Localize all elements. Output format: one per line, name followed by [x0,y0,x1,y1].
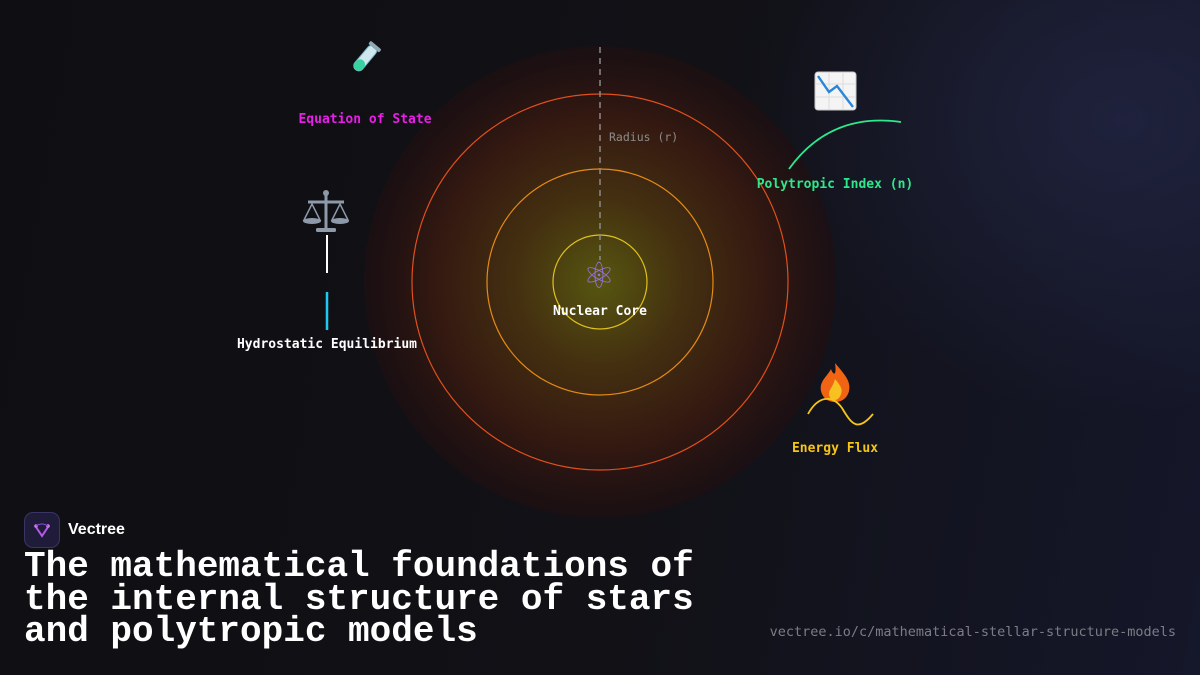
page-title: The mathematical foundations of the inte… [24,546,694,652]
hydrostatic-equilibrium-node: Hydrostatic Equilibrium [237,190,417,352]
hydrostatic-equilibrium-label: Hydrostatic Equilibrium [237,337,417,352]
equation-of-state-label: Equation of State [298,112,431,127]
energy-flux-node: Energy Flux [792,363,878,456]
brand-name: Vectree [68,521,125,538]
star-body [364,46,836,518]
brand: Vectree [24,512,125,548]
atom-icon: ⚛ [583,256,615,297]
equation-of-state-node: Equation of State [298,41,432,127]
polytropic-curve [788,119,902,170]
polytropic-index-node: Polytropic Index (n) [757,71,914,192]
balance-scale-icon [302,190,350,232]
fire-icon [820,363,850,402]
test-tube-icon [353,41,381,72]
energy-flux-label: Energy Flux [792,441,878,456]
chart-decreasing-icon [814,71,857,111]
radius-label: Radius (r) [609,130,678,144]
polytropic-index-label: Polytropic Index (n) [757,177,914,192]
vectree-logo-icon [24,512,60,548]
source-url[interactable]: vectree.io/c/mathematical-stellar-struct… [769,624,1176,640]
nuclear-core-label: Nuclear Core [553,304,647,319]
energy-flux-wave [807,398,874,426]
